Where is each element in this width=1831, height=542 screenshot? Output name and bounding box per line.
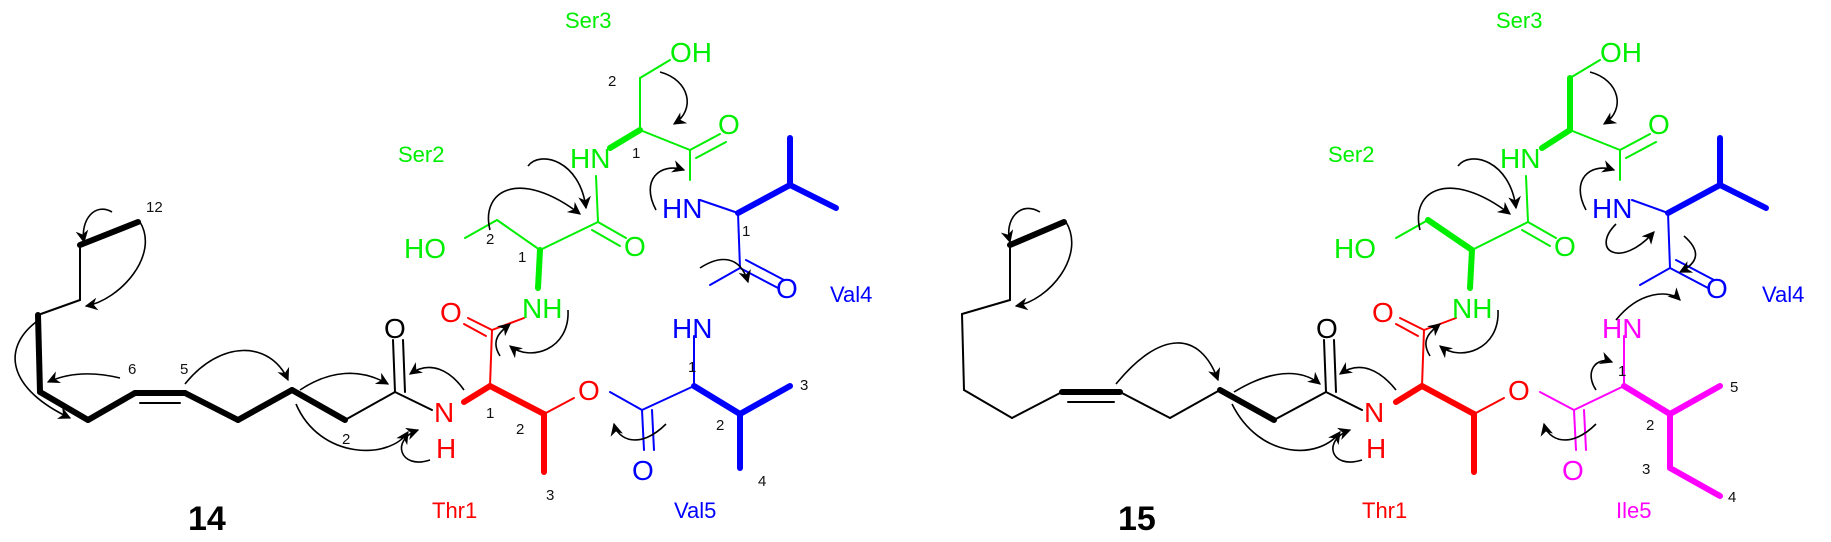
hn-ser3-15: HN	[1500, 143, 1540, 174]
num-ile-2-15: 2	[1646, 417, 1654, 434]
o-ser2-15: O	[1554, 231, 1576, 262]
ser2-label-14: Ser2	[398, 142, 444, 167]
hn-ser3-14: HN	[570, 143, 610, 174]
thr1-residue-15	[1393, 317, 1505, 475]
num-c5-14: 5	[180, 361, 188, 378]
h-thr1-14: H	[436, 433, 456, 464]
hn-val4-15: HN	[1592, 193, 1632, 224]
compound-14-label: 14	[188, 500, 226, 538]
num-ser2-2-14: 2	[486, 231, 494, 248]
h-thr1-15: H	[1366, 433, 1386, 464]
val4-label-14: Val4	[830, 282, 872, 307]
val4-residue-15	[1631, 135, 1769, 289]
o-val4-15: O	[1706, 273, 1728, 304]
ser3-label-15: Ser3	[1496, 8, 1542, 33]
hn-val5-14: HN	[672, 313, 712, 344]
o-ester-14: O	[578, 375, 600, 406]
ser3-label-14: Ser3	[565, 8, 611, 33]
o-ser3-14: O	[718, 109, 740, 140]
num-ile-3-15: 3	[1642, 461, 1650, 478]
num-c2-14: 2	[342, 431, 350, 448]
o-val4-14: O	[776, 273, 798, 304]
hn-ile5-15: HN	[1602, 313, 1642, 344]
num-ile-5-15: 5	[1730, 379, 1738, 396]
num-val5-2-14: 2	[716, 417, 724, 434]
num-val5-3-14: 3	[800, 377, 808, 394]
thr1-label-15: Thr1	[1362, 498, 1407, 523]
o-thr1-14: O	[440, 297, 462, 328]
o-ester-15: O	[1508, 375, 1530, 406]
hmbc-arrows-15	[1000, 71, 1697, 463]
ser-residues-15	[1395, 59, 1657, 291]
hmbc-arrows-14	[14, 71, 751, 463]
nh-ser2-14: NH	[522, 293, 562, 324]
num-thr-3-14: 3	[546, 487, 554, 504]
acyl-chain-14	[35, 219, 433, 423]
n-thr1-15: N	[1364, 397, 1384, 428]
ser-residues-14	[464, 59, 727, 291]
nh-ser2-15: NH	[1452, 293, 1492, 324]
compound-15-label: 15	[1118, 500, 1156, 538]
o-ser3-15: O	[1648, 109, 1670, 140]
num-thr-2-14: 2	[516, 421, 524, 438]
o-thr1-15: O	[1372, 297, 1394, 328]
val4-label-15: Val4	[1762, 282, 1804, 307]
compound-15-structure: OH O HN HN HO O O NH O HN O N H O O Ser3…	[961, 8, 1804, 538]
num-val5-1-14: 1	[688, 359, 696, 376]
o-acyl-14: O	[384, 313, 406, 344]
val5-label-14: Val5	[674, 498, 716, 523]
compound-14-structure: OH O HN HN HO O O NH O HN O N H O O Ser3…	[14, 8, 872, 538]
acyl-chain-15	[961, 219, 1363, 423]
ile5-residue-15	[1539, 335, 1723, 499]
val-residues-14	[609, 135, 839, 471]
oh-ser3-14: OH	[670, 37, 712, 68]
num-c6-14: 6	[128, 361, 136, 378]
thr1-label-14: Thr1	[432, 498, 477, 523]
num-ser3-2-14: 2	[608, 73, 616, 90]
n-thr1-14: N	[434, 397, 454, 428]
thr1-residue-14	[461, 317, 575, 475]
num-c12-14: 12	[146, 199, 163, 216]
num-val5-4-14: 4	[758, 473, 766, 490]
o-acyl-15: O	[1316, 313, 1338, 344]
o-val5-14: O	[632, 455, 654, 486]
o-ser2-14: O	[624, 231, 646, 262]
num-ile-1-15: 1	[1618, 363, 1626, 380]
ho-ser2-14: HO	[404, 233, 446, 264]
ho-ser2-15: HO	[1334, 233, 1376, 264]
num-ser2-1-14: 1	[518, 249, 526, 266]
num-val4-1-14: 1	[742, 223, 750, 240]
oh-ser3-15: OH	[1600, 37, 1642, 68]
num-ser3-1-14: 1	[632, 145, 640, 162]
o-ile5-15: O	[1562, 455, 1584, 486]
hn-val4-14: HN	[662, 193, 702, 224]
num-thr-1-14: 1	[486, 405, 494, 422]
num-ile-4-15: 4	[1728, 489, 1736, 506]
ile5-label-15: Ile5	[1616, 498, 1651, 523]
ser2-label-15: Ser2	[1328, 142, 1374, 167]
